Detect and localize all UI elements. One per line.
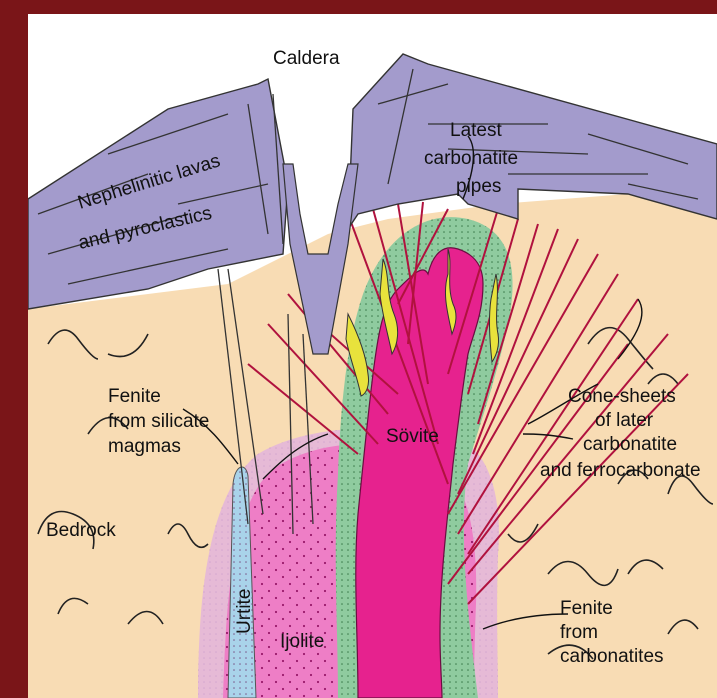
- label-fenite-silicate-line2: from silicate: [108, 411, 209, 432]
- label-pipes-line1: Latest: [450, 120, 502, 141]
- label-cone-line2: of later: [595, 410, 654, 431]
- volcano-cross-section-diagram: Caldera Nephelinitic lavas and pyroclast…: [28, 14, 717, 698]
- label-pipes-line2: carbonatite: [424, 148, 518, 169]
- label-urtite: Urtite: [234, 589, 255, 634]
- label-fenite-carb-line1: Fenite: [560, 598, 613, 619]
- label-sovite: Sövite: [386, 426, 439, 447]
- label-ijolite: Ijolite: [280, 631, 324, 652]
- label-cone-line3: carbonatite: [583, 434, 677, 455]
- label-cone-line1: Cone-sheets: [568, 386, 676, 407]
- label-cone-line4: and ferrocarbonate: [540, 460, 701, 481]
- label-fenite-silicate-line1: Fenite: [108, 386, 161, 407]
- label-caldera: Caldera: [273, 48, 340, 69]
- label-fenite-carb-line3: carbonatites: [560, 646, 664, 667]
- label-bedrock: Bedrock: [46, 520, 116, 541]
- label-fenite-carb-line2: from: [560, 622, 598, 643]
- label-fenite-silicate-line3: magmas: [108, 436, 181, 457]
- label-pipes-line3: pipes: [456, 176, 501, 197]
- diagram-panel: Caldera Nephelinitic lavas and pyroclast…: [28, 14, 717, 698]
